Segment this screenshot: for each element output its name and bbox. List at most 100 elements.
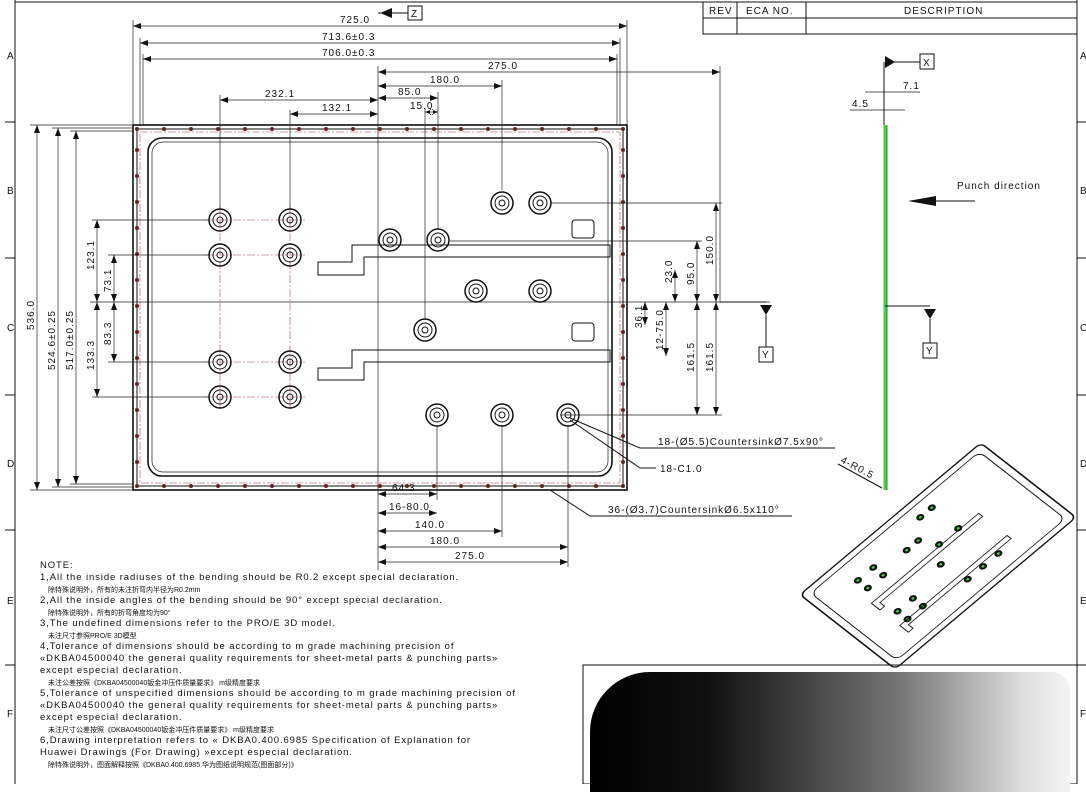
dimension-label: 161.5 [705, 342, 716, 372]
note-line: Huawei Drawings (For Drawing) »except es… [40, 747, 353, 758]
note-line: 4,Tolerance of dimensions should be acco… [40, 641, 454, 652]
dimension-b180: 180.0 [378, 536, 568, 550]
revision-table: REV ECA NO. DESCRIPTION [702, 1, 1078, 35]
zone-label: B [1080, 186, 1086, 197]
rivet-hole [297, 127, 301, 131]
title-block-redaction [590, 672, 1070, 792]
isometric-view [801, 444, 1075, 668]
rivet-hole [621, 460, 625, 464]
iso-hole [914, 537, 923, 544]
dim-4-5: 4.5 [852, 99, 869, 110]
iso-hole [954, 525, 963, 532]
iso-hole [908, 595, 917, 602]
dimension-label: 132.1 [322, 103, 352, 114]
iso-hole [994, 550, 1003, 557]
rivet-hole [216, 127, 220, 131]
datum-y-side-label: Y [926, 346, 934, 357]
zone-label: C [1080, 323, 1086, 334]
rivet-hole [135, 330, 139, 334]
dimension-b16: 16-80.0 [378, 502, 437, 516]
rivet-hole [243, 127, 247, 131]
countersink-hole [426, 228, 450, 252]
dimension-label: 23.0 [664, 260, 675, 283]
dimension-label: 36.1 [634, 305, 645, 328]
radius-callout: 4-R0.5 [839, 455, 876, 482]
countersink-hole [425, 403, 449, 427]
rivet-hole [135, 200, 139, 204]
dimension-b64: 64.3 [378, 483, 437, 497]
rivet-hole [135, 127, 139, 131]
dimension-r36: 36.1 [634, 302, 648, 328]
rivet-hole [135, 408, 139, 412]
rivet-hole [621, 382, 625, 386]
dimension-r161a: 161.5 [686, 302, 700, 415]
dimension-label: 161.5 [686, 342, 697, 372]
eca-header: ECA NO. [746, 6, 794, 17]
dimensions: 725.0713.6±0.3706.0±0.3275.0180.085.015.… [26, 15, 722, 567]
rivet-hole [162, 127, 166, 131]
rivet-hole [486, 484, 490, 488]
dimension-label: 83.3 [103, 322, 114, 345]
dimension-label: 15.0 [410, 101, 433, 112]
iso-hole [916, 514, 925, 521]
zone-label: F [1080, 709, 1086, 720]
countersink-hole [278, 243, 302, 267]
rivet-hole [378, 484, 382, 488]
iso-hole [979, 563, 988, 570]
rivet-hole [513, 127, 517, 131]
dimension-l83: 83.3 [103, 302, 117, 362]
dimension-l133: 133.3 [86, 302, 100, 397]
dimension-label: 95.0 [686, 262, 697, 285]
rivet-hole [243, 484, 247, 488]
countersink-18-callout: 18-(Ø5.5)CountersinkØ7.5x90° [658, 437, 824, 448]
rivet-hole [135, 226, 139, 230]
zone-label: F [7, 709, 14, 720]
description-header: DESCRIPTION [904, 6, 983, 17]
zone-label: A [7, 51, 15, 62]
dimension-r161b: 161.5 [705, 302, 719, 415]
rivet-hole [189, 484, 193, 488]
rivet-hole [621, 200, 625, 204]
dimension-t85: 85.0 [378, 87, 438, 101]
rivet-hole [216, 484, 220, 488]
note-line: 1,All the inside radiuses of the bending… [40, 572, 459, 583]
note-line-chinese: 未注尺寸公差按照《DKBA04500040钣金冲压件质量要求》 m级精度要求 [48, 725, 274, 734]
dimension-label: 536.0 [26, 300, 37, 330]
iso-hole [853, 577, 862, 584]
rev-header: REV [709, 6, 733, 17]
rivet-hole [270, 484, 274, 488]
rivet-hole [135, 278, 139, 282]
iso-hole [863, 584, 872, 592]
dimension-w725: 725.0 [133, 15, 627, 29]
dimension-h517: 517.0±0.25 [65, 131, 79, 484]
rivet-hole [297, 484, 301, 488]
dimension-l123: 123.1 [86, 220, 100, 302]
dimension-label: 232.1 [265, 89, 295, 100]
rivet-hole [135, 460, 139, 464]
rivet-hole [513, 484, 517, 488]
rivet-hole [621, 304, 625, 308]
rivet-hole [378, 127, 382, 131]
iso-hole [902, 546, 911, 554]
dimension-label: 725.0 [340, 15, 370, 26]
note-line: except especial declaration. [40, 712, 182, 723]
rivet-hole [135, 434, 139, 438]
rivet-hole [621, 127, 625, 131]
iso-hole [869, 564, 878, 571]
dimension-label: 524.6±0.25 [47, 310, 58, 370]
countersink-hole [464, 279, 488, 303]
dimension-label: 73.1 [103, 269, 114, 292]
note-line: 6,Drawing interpretation refers to « DKB… [40, 735, 471, 746]
zone-label: D [7, 459, 15, 470]
iso-hole [927, 504, 936, 511]
dimension-r23: 23.0 [664, 260, 678, 302]
dimension-r150: 150.0 [705, 203, 719, 302]
front-view [90, 66, 770, 570]
dimension-h524: 524.6±0.25 [47, 128, 61, 487]
slot-small [571, 322, 595, 342]
countersink-hole [413, 318, 437, 342]
rivet-hole [189, 127, 193, 131]
note-line-chinese: 未注尺寸参照PRO/E 3D模型 [48, 631, 137, 640]
